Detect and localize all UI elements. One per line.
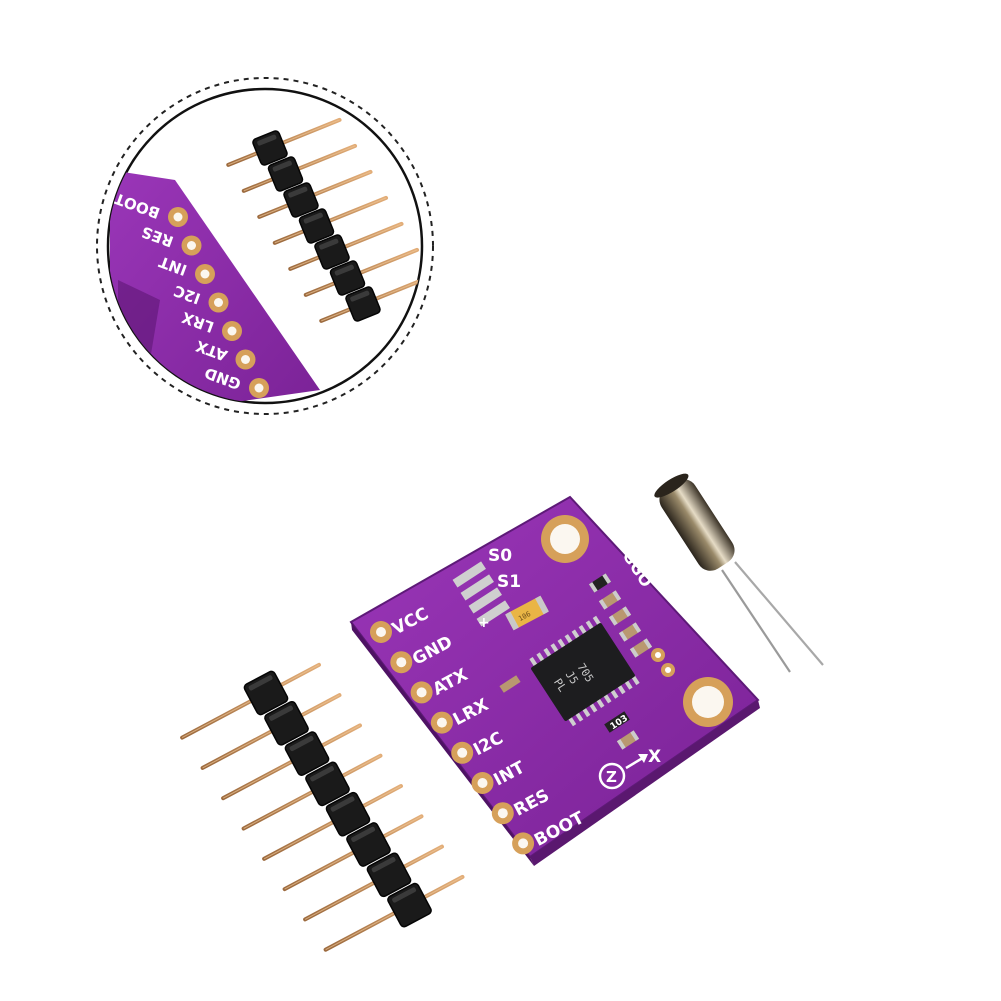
sensor-chip: 705 J5 PL	[529, 615, 640, 727]
header-block	[387, 882, 432, 928]
mounting-hole-bottom	[683, 677, 733, 727]
header-block	[366, 852, 412, 898]
crystal-can	[659, 479, 735, 571]
header-block	[305, 761, 350, 807]
crystal-icon	[654, 473, 824, 673]
axis-x-label: X	[648, 747, 661, 767]
plus-sign: +	[478, 615, 490, 631]
crystal-lead-2	[734, 561, 824, 666]
mounting-hole-top	[541, 515, 589, 563]
header-block	[264, 700, 309, 746]
jumper-label-s1: S1	[497, 572, 521, 592]
chip-marking-2: J5	[563, 669, 581, 687]
inset-header-pin	[319, 273, 422, 323]
inset-header-pin	[272, 195, 389, 245]
inset-header-pin	[288, 221, 404, 271]
pin-header-icon	[180, 662, 465, 952]
header-block	[325, 791, 371, 837]
inset-header-block	[283, 182, 319, 218]
inset-header-block	[314, 234, 350, 270]
inset-header-pin	[241, 143, 358, 193]
crystal-pads	[651, 648, 675, 677]
axis-number: Z	[606, 768, 617, 786]
inset-header-pin	[226, 117, 342, 167]
inset-header-pin	[303, 247, 420, 297]
header-block	[346, 822, 391, 867]
header-block	[284, 731, 330, 776]
smd-components: 103	[499, 573, 653, 750]
inset-header-block	[252, 130, 288, 166]
chip-marking-3: PL	[551, 676, 569, 695]
tantalum-capacitor: 106	[505, 595, 549, 631]
jumper-label-s0: S0	[488, 546, 512, 566]
inset-header-pin	[257, 169, 373, 219]
jumper-pads: S0 S1 +	[452, 546, 521, 631]
inset-header-block	[345, 286, 381, 322]
inset-header-block	[329, 260, 366, 296]
inset-pin-header-icon	[226, 117, 422, 323]
header-block	[243, 670, 289, 716]
inset-header-block	[267, 156, 304, 192]
axis-marker: Z X	[598, 747, 661, 790]
inset-dashed-ring	[96, 77, 434, 415]
crystal-lead-1	[721, 569, 791, 673]
inset-header-block	[298, 208, 335, 244]
